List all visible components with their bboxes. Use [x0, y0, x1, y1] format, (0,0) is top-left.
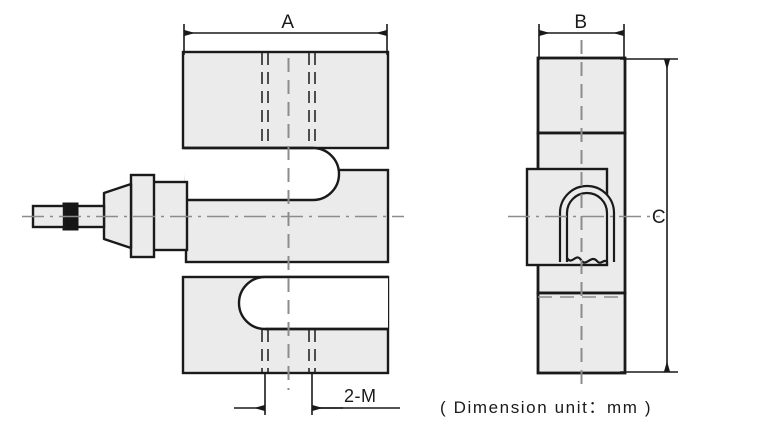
side-arched-cutout-inner: [565, 191, 609, 262]
front-view: A 2-M: [22, 12, 404, 415]
dimension-c-label: C: [652, 207, 666, 228]
callout-thread: 2-M: [234, 373, 400, 415]
front-lower-u-slot: [237, 275, 388, 331]
dimension-a-label: A: [281, 12, 294, 33]
side-arched-cutout-break-line: [566, 256, 608, 264]
dimension-unit-caption: ( Dimension unit：mm ): [440, 398, 652, 417]
dimension-b-label: B: [574, 12, 587, 33]
dimension-a: A: [183, 12, 388, 55]
side-view: B C: [508, 12, 678, 385]
front-lower-hidden-thread-lines: [261, 330, 316, 372]
dimension-c: C: [620, 58, 678, 373]
dimension-b: B: [538, 12, 625, 60]
callout-thread-label: 2-M: [344, 386, 377, 406]
front-upper-arm-block: [181, 50, 390, 150]
front-upper-hidden-thread-lines: [261, 53, 316, 147]
front-upper-u-slot: [183, 146, 341, 202]
